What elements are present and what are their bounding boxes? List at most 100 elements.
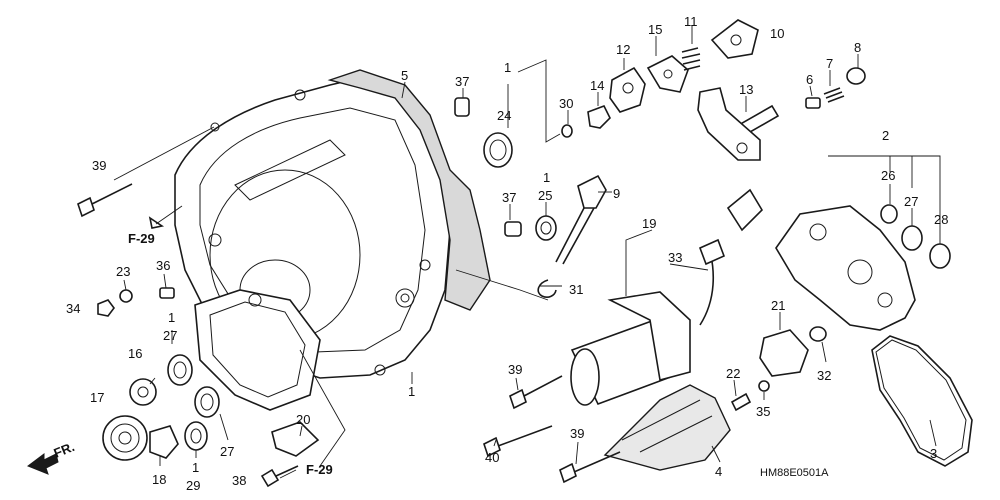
label-13: 13 [739,82,753,97]
bolt-39-bottom [559,451,621,484]
washer-35 [758,380,770,392]
bolt-39-left [77,183,133,218]
label-27-right: 27 [904,194,918,209]
diagram-code: HM88E0501A [760,467,829,479]
bolt-40 [483,425,553,458]
bolt-38 [260,465,299,488]
label-1-middle: 1 [543,170,550,185]
ref-f29-bottom: F-29 [306,462,333,477]
cap-12 [609,66,646,113]
label-37-middle: 37 [502,190,516,205]
label-16: 16 [128,346,142,361]
motor-19 [570,291,691,406]
gear-17 [102,415,148,461]
label-33: 33 [668,250,682,265]
label-2: 2 [882,128,889,143]
ref-f29-top: F-29 [128,231,155,246]
label-39-left: 39 [92,158,106,173]
bearing-28 [929,243,951,269]
bearing-27-left [167,354,193,386]
label-17: 17 [90,390,104,405]
front-direction-arrow: FR. [26,439,77,475]
label-31: 31 [569,282,583,297]
label-14: 14 [590,78,604,93]
plate-15 [646,55,689,93]
label-1-bottom-left: 1 [192,460,199,475]
label-3: 3 [930,446,937,461]
circlip-31 [537,279,557,298]
guard-4 [603,384,731,471]
bearing-26 [880,204,898,224]
label-40: 40 [485,450,499,465]
label-27-lower: 27 [220,444,234,459]
gear-16 [129,378,157,406]
reference-callouts: F-29 F-29 [128,205,333,477]
plate-20 [271,421,320,457]
label-1-left: 1 [168,310,175,325]
bearing-29 [184,421,208,451]
leader-lines [113,26,941,479]
label-5: 5 [401,68,408,83]
bolt-22 [730,392,752,412]
oil-seal-8 [846,67,866,85]
label-28: 28 [934,212,948,227]
cover-gasket [327,69,491,311]
label-37-top: 37 [455,74,469,89]
spring-7 [823,87,845,103]
label-6: 6 [806,72,813,87]
label-12: 12 [616,42,630,57]
pin-6 [805,97,821,109]
label-21: 21 [771,298,785,313]
label-39-bottom: 39 [570,426,584,441]
label-39-center: 39 [508,362,522,377]
lever-10 [710,19,759,59]
dowel-pin-37-top [454,97,470,117]
label-9: 9 [613,186,620,201]
label-34: 34 [66,301,80,316]
housing-2 [775,205,916,331]
label-22: 22 [726,366,740,381]
oil-level-gauge-9 [555,174,607,265]
dowel-pin-37-middle [504,221,522,237]
bearing-25 [535,215,557,241]
bearing-27-right [901,225,923,251]
o-ring-30 [561,124,573,138]
arm-bracket [697,87,761,161]
label-1-bottom: 1 [408,384,415,399]
label-27-left: 27 [163,328,177,343]
label-36: 36 [156,258,170,273]
label-32: 32 [817,368,831,383]
o-ring-32 [809,326,827,342]
label-26: 26 [881,168,895,183]
nut-34 [97,299,115,317]
inner-cover-plate [194,289,321,411]
label-20: 20 [296,412,310,427]
connector-33 [698,188,764,326]
label-30: 30 [559,96,573,111]
label-18: 18 [152,472,166,487]
label-11: 11 [684,14,698,29]
gasket-3 [871,335,973,467]
plug-36 [159,287,175,299]
label-23: 23 [116,264,130,279]
label-35: 35 [756,404,770,419]
label-38: 38 [232,473,246,488]
label-19: 19 [642,216,656,231]
label-8: 8 [854,40,861,55]
plug-14 [587,104,611,129]
label-25: 25 [538,188,552,203]
label-1-top: 1 [504,60,511,75]
label-29: 29 [186,478,200,493]
bearing-27-lower [194,386,220,418]
label-10: 10 [770,26,784,41]
washer-23 [119,289,133,303]
sensor-21 [759,329,809,377]
label-24: 24 [497,108,511,123]
bolt-39-center [509,375,563,410]
washer-18 [149,425,179,459]
label-7: 7 [826,56,833,71]
front-label: FR. [52,439,77,461]
part-number-labels: 5 37 1 24 30 14 12 15 11 10 8 7 6 13 2 2… [66,14,948,493]
